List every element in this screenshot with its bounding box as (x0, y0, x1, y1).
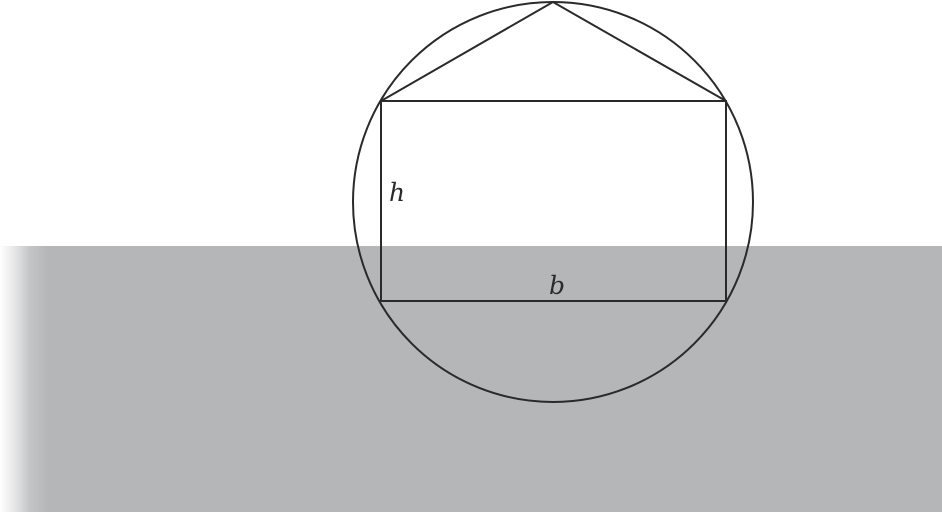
inscribed-rectangle (380, 100, 727, 302)
roof-triangle (380, 0, 727, 102)
water-region (0, 246, 942, 512)
height-label: h (389, 178, 406, 207)
base-label: b (549, 271, 566, 300)
circumscribed-circle (352, 1, 754, 403)
